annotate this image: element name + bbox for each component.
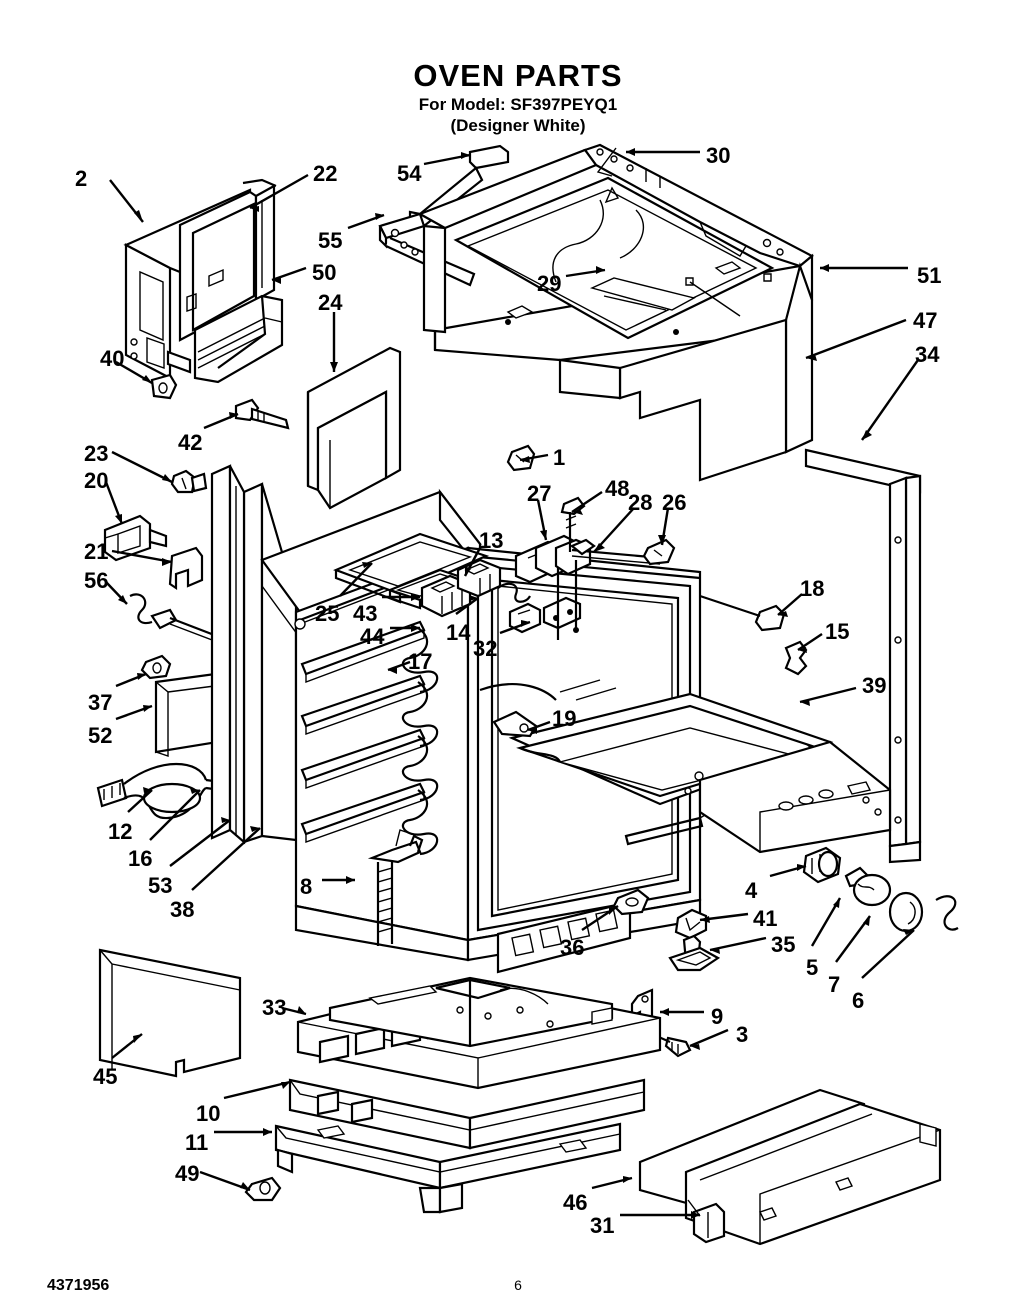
lower-hardware	[614, 848, 958, 1056]
callout-number-26: 26	[662, 490, 687, 515]
oven-cavity	[212, 466, 830, 972]
callout-number-7: 7	[828, 972, 841, 997]
callout-number-15: 15	[825, 619, 850, 644]
callout-number-5: 5	[806, 955, 819, 980]
callout-number-17: 17	[408, 649, 433, 674]
callout-number-20: 20	[84, 468, 109, 493]
callout-number-23: 23	[84, 441, 109, 466]
callout-number-30: 30	[706, 143, 731, 168]
callout-number-24: 24	[318, 290, 343, 315]
callout-number-38: 38	[170, 897, 195, 922]
bottom-assemblies	[100, 950, 940, 1244]
callout-number-40: 40	[100, 346, 125, 371]
callout-number-47: 47	[913, 308, 938, 333]
callout-number-10: 10	[196, 1101, 221, 1126]
callout-number-48: 48	[605, 476, 630, 501]
callout-number-33: 33	[262, 995, 287, 1020]
callout-number-14: 14	[446, 620, 471, 645]
callout-number-19: 19	[552, 706, 577, 731]
callout-number-43: 43	[353, 601, 378, 626]
callout-number-21: 21	[84, 539, 109, 564]
callout-number-55: 55	[318, 228, 343, 253]
callout-number-29: 29	[537, 271, 562, 296]
chassis-upright-24	[308, 348, 400, 508]
callout-number-42: 42	[178, 430, 203, 455]
callout-number-12: 12	[108, 819, 133, 844]
leader-lines	[106, 148, 918, 1219]
callout-number-13: 13	[479, 528, 504, 553]
callout-number-37: 37	[88, 690, 113, 715]
callout-number-31: 31	[590, 1213, 615, 1238]
callout-number-54: 54	[397, 161, 422, 186]
callout-number-28: 28	[628, 490, 653, 515]
callout-number-56: 56	[84, 568, 109, 593]
clip-40	[152, 375, 176, 398]
callout-number-39: 39	[862, 673, 887, 698]
callout-number-22: 22	[313, 161, 338, 186]
color-line: (Designer White)	[450, 116, 586, 135]
callout-number-6: 6	[852, 988, 865, 1013]
callout-number-8: 8	[300, 874, 313, 899]
center-controls	[336, 446, 674, 640]
callout-number-34: 34	[915, 342, 940, 367]
callout-number-51: 51	[917, 263, 942, 288]
footer-page-number: 6	[514, 1277, 522, 1293]
callout-number-41: 41	[753, 906, 778, 931]
callout-number-16: 16	[128, 846, 153, 871]
callout-number-25: 25	[315, 601, 340, 626]
callout-number-1: 1	[553, 445, 566, 470]
model-line: For Model: SF397PEYQ1	[418, 95, 618, 114]
screw-42	[236, 400, 288, 428]
callout-number-11: 11	[185, 1130, 209, 1155]
callout-number-35: 35	[771, 932, 796, 957]
callout-number-46: 46	[563, 1190, 588, 1215]
callout-number-3: 3	[736, 1022, 749, 1047]
control-panel-housing	[126, 180, 282, 382]
callout-number-4: 4	[745, 878, 758, 903]
callout-number-44: 44	[360, 624, 385, 649]
callout-number-27: 27	[527, 481, 552, 506]
footer-part-number: 4371956	[47, 1277, 110, 1294]
callout-number-36: 36	[560, 935, 585, 960]
callout-number-9: 9	[711, 1004, 724, 1029]
callout-number-18: 18	[800, 576, 825, 601]
right-hardware	[700, 596, 890, 852]
callout-number-32: 32	[473, 636, 498, 661]
callout-number-50: 50	[312, 260, 337, 285]
callout-number-49: 49	[175, 1161, 200, 1186]
oven-top-frame	[380, 145, 812, 480]
callout-number-45: 45	[93, 1064, 118, 1089]
callout-number-2: 2	[75, 166, 88, 191]
callout-number-53: 53	[148, 873, 173, 898]
page-title: OVEN PARTS	[413, 58, 623, 93]
side-rail-34	[806, 450, 920, 862]
callout-number-52: 52	[88, 723, 113, 748]
